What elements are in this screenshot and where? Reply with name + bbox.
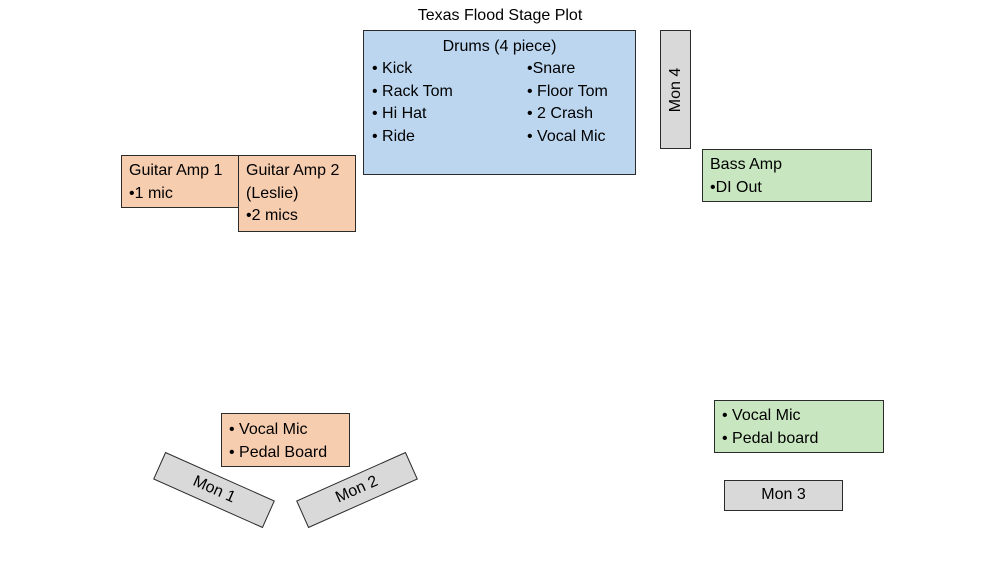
right-vocal-station: • Vocal Mic • Pedal board xyxy=(714,400,884,453)
monitor-4: Mon 4 xyxy=(660,30,691,149)
drums-item-ride: • Ride xyxy=(372,127,415,145)
drums-left-list: • Kick • Rack Tom • Hi Hat • Ride xyxy=(372,58,453,148)
left-pedal-board: • Pedal Board xyxy=(229,443,328,461)
drums-item-floor-tom: • Floor Tom xyxy=(527,82,608,100)
drums-heading: Drums (4 piece) xyxy=(442,38,557,55)
drums-item-rack-tom: • Rack Tom xyxy=(372,82,453,100)
right-vocal-mic: • Vocal Mic xyxy=(722,407,801,424)
drums-item-vocal-mic: • Vocal Mic xyxy=(527,127,606,145)
bass-amp-out: •DI Out xyxy=(710,178,762,196)
guitar-amp-2-mic: •2 mics xyxy=(246,207,298,224)
drums-item-hi-hat: • Hi Hat xyxy=(372,105,427,122)
left-vocal-station: • Vocal Mic • Pedal Board xyxy=(221,413,350,467)
bass-amp: Bass Amp •DI Out xyxy=(702,149,872,202)
guitar-amp-1-mic: •1 mic xyxy=(129,184,173,202)
drums-box: Drums (4 piece) • Kick • Rack Tom • Hi H… xyxy=(363,30,636,175)
drums-item-crash: • 2 Crash xyxy=(527,105,594,122)
guitar-amp-2-name: Guitar Amp 2 xyxy=(246,162,340,179)
guitar-amp-1: Guitar Amp 1 •1 mic xyxy=(121,155,239,208)
guitar-amp-2: Guitar Amp 2 (Leslie) •2 mics xyxy=(238,155,356,232)
right-pedal-board: • Pedal board xyxy=(722,429,819,447)
monitor-3: Mon 3 xyxy=(724,480,843,511)
drums-item-snare: •Snare xyxy=(527,60,576,77)
guitar-amp-2-sub: (Leslie) xyxy=(246,184,299,202)
drums-item-kick: • Kick xyxy=(372,60,413,77)
bass-amp-name: Bass Amp xyxy=(710,156,783,173)
left-vocal-mic: • Vocal Mic xyxy=(229,421,308,438)
stage-plot-title: Texas Flood Stage Plot xyxy=(417,7,583,24)
monitor-3-label: Mon 3 xyxy=(761,486,806,504)
monitor-4-label: Mon 4 xyxy=(666,67,684,112)
guitar-amp-1-name: Guitar Amp 1 xyxy=(129,162,223,179)
drums-right-list: •Snare • Floor Tom • 2 Crash • Vocal Mic xyxy=(527,58,608,148)
